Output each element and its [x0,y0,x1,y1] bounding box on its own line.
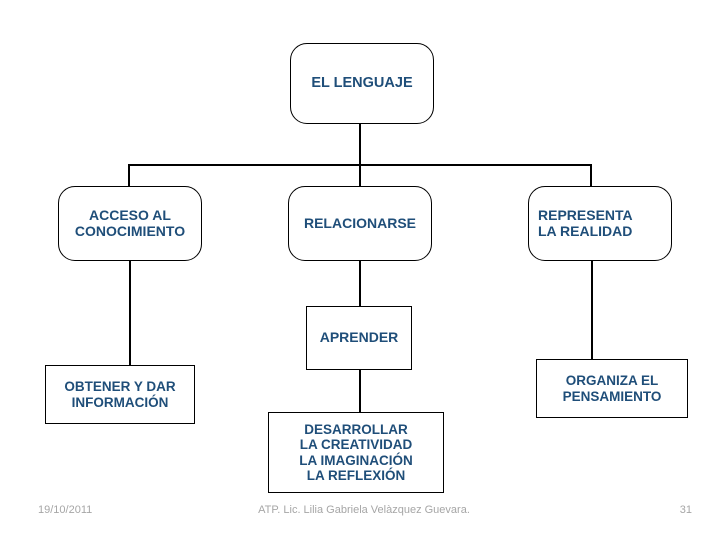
connector-bus-to-acceso [128,164,130,187]
footer-date: 19/10/2011 [38,504,93,516]
node-el-lenguaje-label: EL LENGUAJE [311,75,413,92]
connector-acceso-to-obtener [129,260,131,366]
node-desarrollar-label: DESARROLLAR LA CREATIVIDAD LA IMAGINACIÓ… [299,422,413,483]
node-representa-la-realidad[interactable]: REPRESENTA LA REALIDAD [528,186,672,261]
connector-bus-to-representa [590,164,592,187]
node-aprender-label: APRENDER [319,329,399,346]
node-obtener-y-dar-informacion[interactable]: OBTENER Y DAR INFORMACIÓN [45,365,195,424]
footer-page-number: 31 [679,504,692,516]
node-acceso-al-conocimiento[interactable]: ACCESO AL CONOCIMIENTO [58,186,202,261]
slide-footer: 19/10/2011 ATP. Lic. Lilia Gabriela Velà… [0,498,728,528]
node-aprender[interactable]: APRENDER [306,306,412,370]
node-relacionarse-label: RELACIONARSE [303,214,416,231]
node-organiza-el-pensamiento[interactable]: ORGANIZA EL PENSAMIENTO [536,359,688,418]
footer-author: ATP. Lic. Lilia Gabriela Velàzquez Gueva… [258,504,470,516]
node-desarrollar[interactable]: DESARROLLAR LA CREATIVIDAD LA IMAGINACIÓ… [268,412,444,493]
node-acceso-al-conocimiento-label: ACCESO AL CONOCIMIENTO [74,206,186,239]
node-representa-la-realidad-label: REPRESENTA LA REALIDAD [538,206,633,239]
node-el-lenguaje[interactable]: EL LENGUAJE [290,43,434,124]
node-obtener-y-dar-informacion-label: OBTENER Y DAR INFORMACIÓN [64,379,176,410]
connector-bus-to-relacionarse [359,164,361,187]
node-relacionarse[interactable]: RELACIONARSE [288,186,432,261]
connector-representa-to-organiza [591,260,593,360]
connector-relacionarse-to-aprender [359,260,361,307]
connector-root-to-bus [359,123,361,166]
connector-aprender-to-desarrollar [359,369,361,413]
node-organiza-el-pensamiento-label: ORGANIZA EL PENSAMIENTO [562,373,662,404]
